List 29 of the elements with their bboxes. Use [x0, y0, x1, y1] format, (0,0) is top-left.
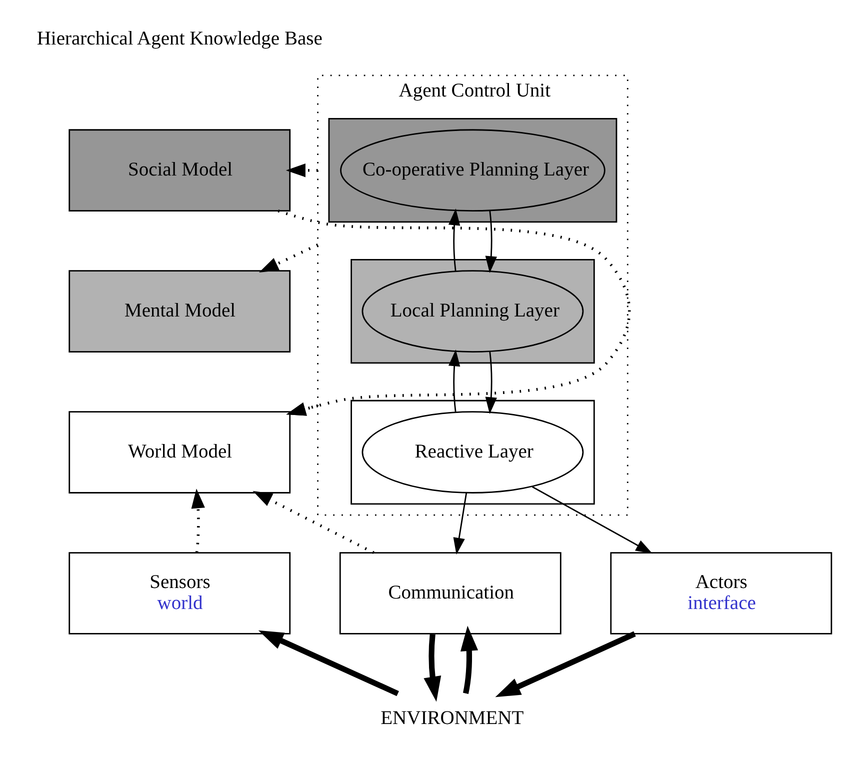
arrow	[448, 349, 460, 412]
cluster	[328, 118, 618, 223]
node-box: World Model	[68, 411, 291, 494]
arrow	[460, 626, 478, 694]
arrow	[258, 244, 318, 272]
arrow	[485, 351, 497, 414]
arrow	[424, 634, 442, 702]
node-ellipse: Reactive Layer	[362, 411, 584, 494]
node-ellipse: Local Planning Layer	[362, 270, 584, 352]
arrow	[278, 210, 631, 416]
cluster	[350, 258, 595, 364]
cluster	[350, 400, 595, 505]
arrow	[448, 208, 460, 271]
arrow	[191, 488, 205, 553]
node-box: Sensors world	[68, 552, 291, 634]
arrow	[495, 631, 636, 698]
node-text: ENVIRONMENT	[380, 708, 524, 730]
node-ellipse: Co-operative Planning Layer	[340, 129, 606, 212]
node-box: Mental Model	[68, 270, 291, 352]
arrow	[286, 402, 318, 416]
node-box: Actors interface	[610, 552, 832, 634]
label: Hierarchical Agent Knowledge Base	[36, 28, 322, 50]
arrow	[286, 163, 318, 178]
arrow	[485, 210, 497, 273]
node-box: Communication	[339, 552, 562, 634]
arrow	[258, 630, 399, 696]
node-box: Social Model	[68, 129, 291, 212]
arrow	[252, 490, 374, 554]
arrow	[453, 492, 468, 555]
